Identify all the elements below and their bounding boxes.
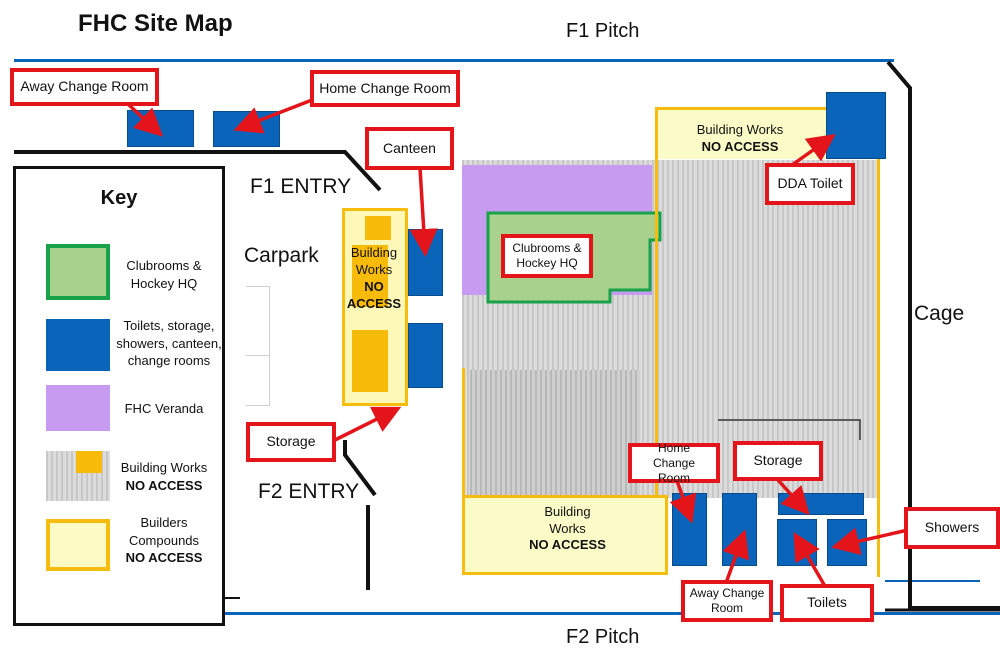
roof-section xyxy=(470,370,640,495)
compound-edge-left xyxy=(655,107,658,507)
key-label-facilities: Toilets, storage, showers, canteen, chan… xyxy=(116,318,222,369)
f1-pitch-boundary xyxy=(14,59,894,62)
callout-canteen: Canteen xyxy=(365,127,454,170)
callout-storage-bottom: Storage xyxy=(733,441,823,481)
map-key: Key Clubrooms & Hockey HQ Toilets, stora… xyxy=(13,166,225,626)
key-label-veranda: FHC Veranda xyxy=(124,401,204,416)
map-title: FHC Site Map xyxy=(78,10,233,37)
callout-storage-left: Storage xyxy=(246,422,336,462)
callout-away-change-room-top: Away Change Room xyxy=(10,68,159,106)
builders-compound-bottom xyxy=(462,495,668,575)
callout-home-change-room-top: Home Change Room xyxy=(310,70,460,107)
callout-toilets: Toilets xyxy=(780,584,874,622)
key-label-building-works: Building Works NO ACCESS xyxy=(120,460,208,493)
f2-pitch-boundary xyxy=(14,612,1000,615)
key-label-compounds: Builders Compounds NO ACCESS xyxy=(125,515,203,566)
carpark-bay-divider xyxy=(246,355,270,356)
callout-home-change-room-bottom: Home Change Room xyxy=(628,441,720,485)
callout-dda-toilet: DDA Toilet xyxy=(765,163,855,205)
side-boundary xyxy=(885,580,980,582)
callout-away-change-room-bottom: Away Change Room xyxy=(681,580,773,622)
key-swatch-clubrooms xyxy=(46,244,110,300)
carpark-bays xyxy=(246,286,270,406)
compound-edge-right xyxy=(877,107,880,577)
f1-pitch-label: F1 Pitch xyxy=(566,20,640,42)
key-label-clubrooms: Clubrooms & Hockey HQ xyxy=(126,258,202,291)
key-swatch-compounds xyxy=(46,519,110,571)
works-top-right-text: Building Works NO ACCESS xyxy=(696,122,784,154)
works-block-left-1 xyxy=(365,216,391,240)
key-title: Key xyxy=(100,187,138,209)
key-swatch-veranda xyxy=(46,385,110,431)
f2-pitch-label: F2 Pitch xyxy=(566,626,640,648)
callout-showers: Showers xyxy=(904,507,1000,549)
cage-label: Cage xyxy=(914,302,965,325)
works-block-left-2 xyxy=(352,245,388,307)
storage-building-left xyxy=(408,323,443,388)
f1-entry-label: F1 ENTRY xyxy=(250,175,352,198)
works-left-text: Building Works NO ACCESS xyxy=(346,245,402,311)
dda-toilet-building xyxy=(826,92,886,159)
compound-bottom-edge xyxy=(462,368,465,498)
callout-clubrooms: Clubrooms & Hockey HQ xyxy=(501,234,593,278)
carpark-label: Carpark xyxy=(244,244,319,267)
f2-entry-label: F2 ENTRY xyxy=(258,480,360,503)
works-bottom-text: Building Works NO ACCESS xyxy=(529,503,606,553)
key-swatch-works-accent xyxy=(76,451,102,473)
works-block-left-3 xyxy=(352,330,388,392)
key-swatch-facilities xyxy=(46,319,110,371)
